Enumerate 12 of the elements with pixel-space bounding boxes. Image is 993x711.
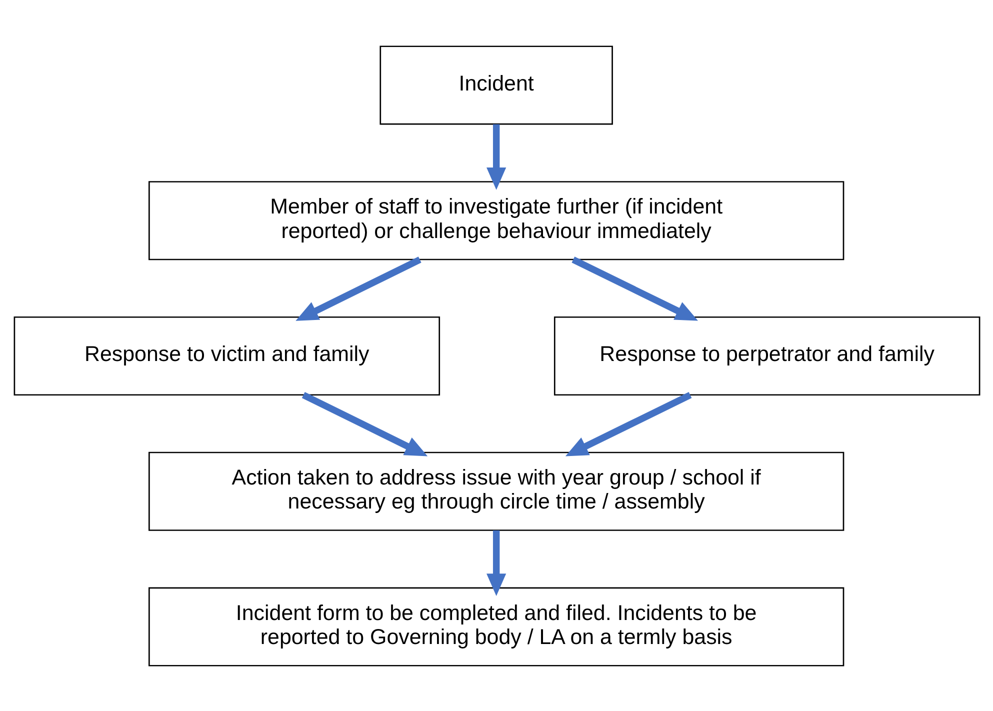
arrow xyxy=(301,392,428,456)
arrow xyxy=(564,392,692,456)
node-box: Response to perpetrator and family xyxy=(553,316,980,396)
node-box: Incident form to be completed and filed. Incidents to be reported to Governing body / LA on a termly basis xyxy=(148,586,844,666)
arrow xyxy=(486,530,506,596)
arrow xyxy=(571,256,698,320)
node-box: Incident xyxy=(379,45,612,124)
arrow xyxy=(295,256,421,320)
node-box: Action taken to address issue with year group / school if necessary eg through circle time / assembly xyxy=(148,451,844,530)
node-box: Member of staff to investigate further (if incident reported) or challenge behaviour immediately xyxy=(148,180,844,260)
node-box: Response to victim and family xyxy=(13,316,440,396)
arrow xyxy=(486,124,506,190)
